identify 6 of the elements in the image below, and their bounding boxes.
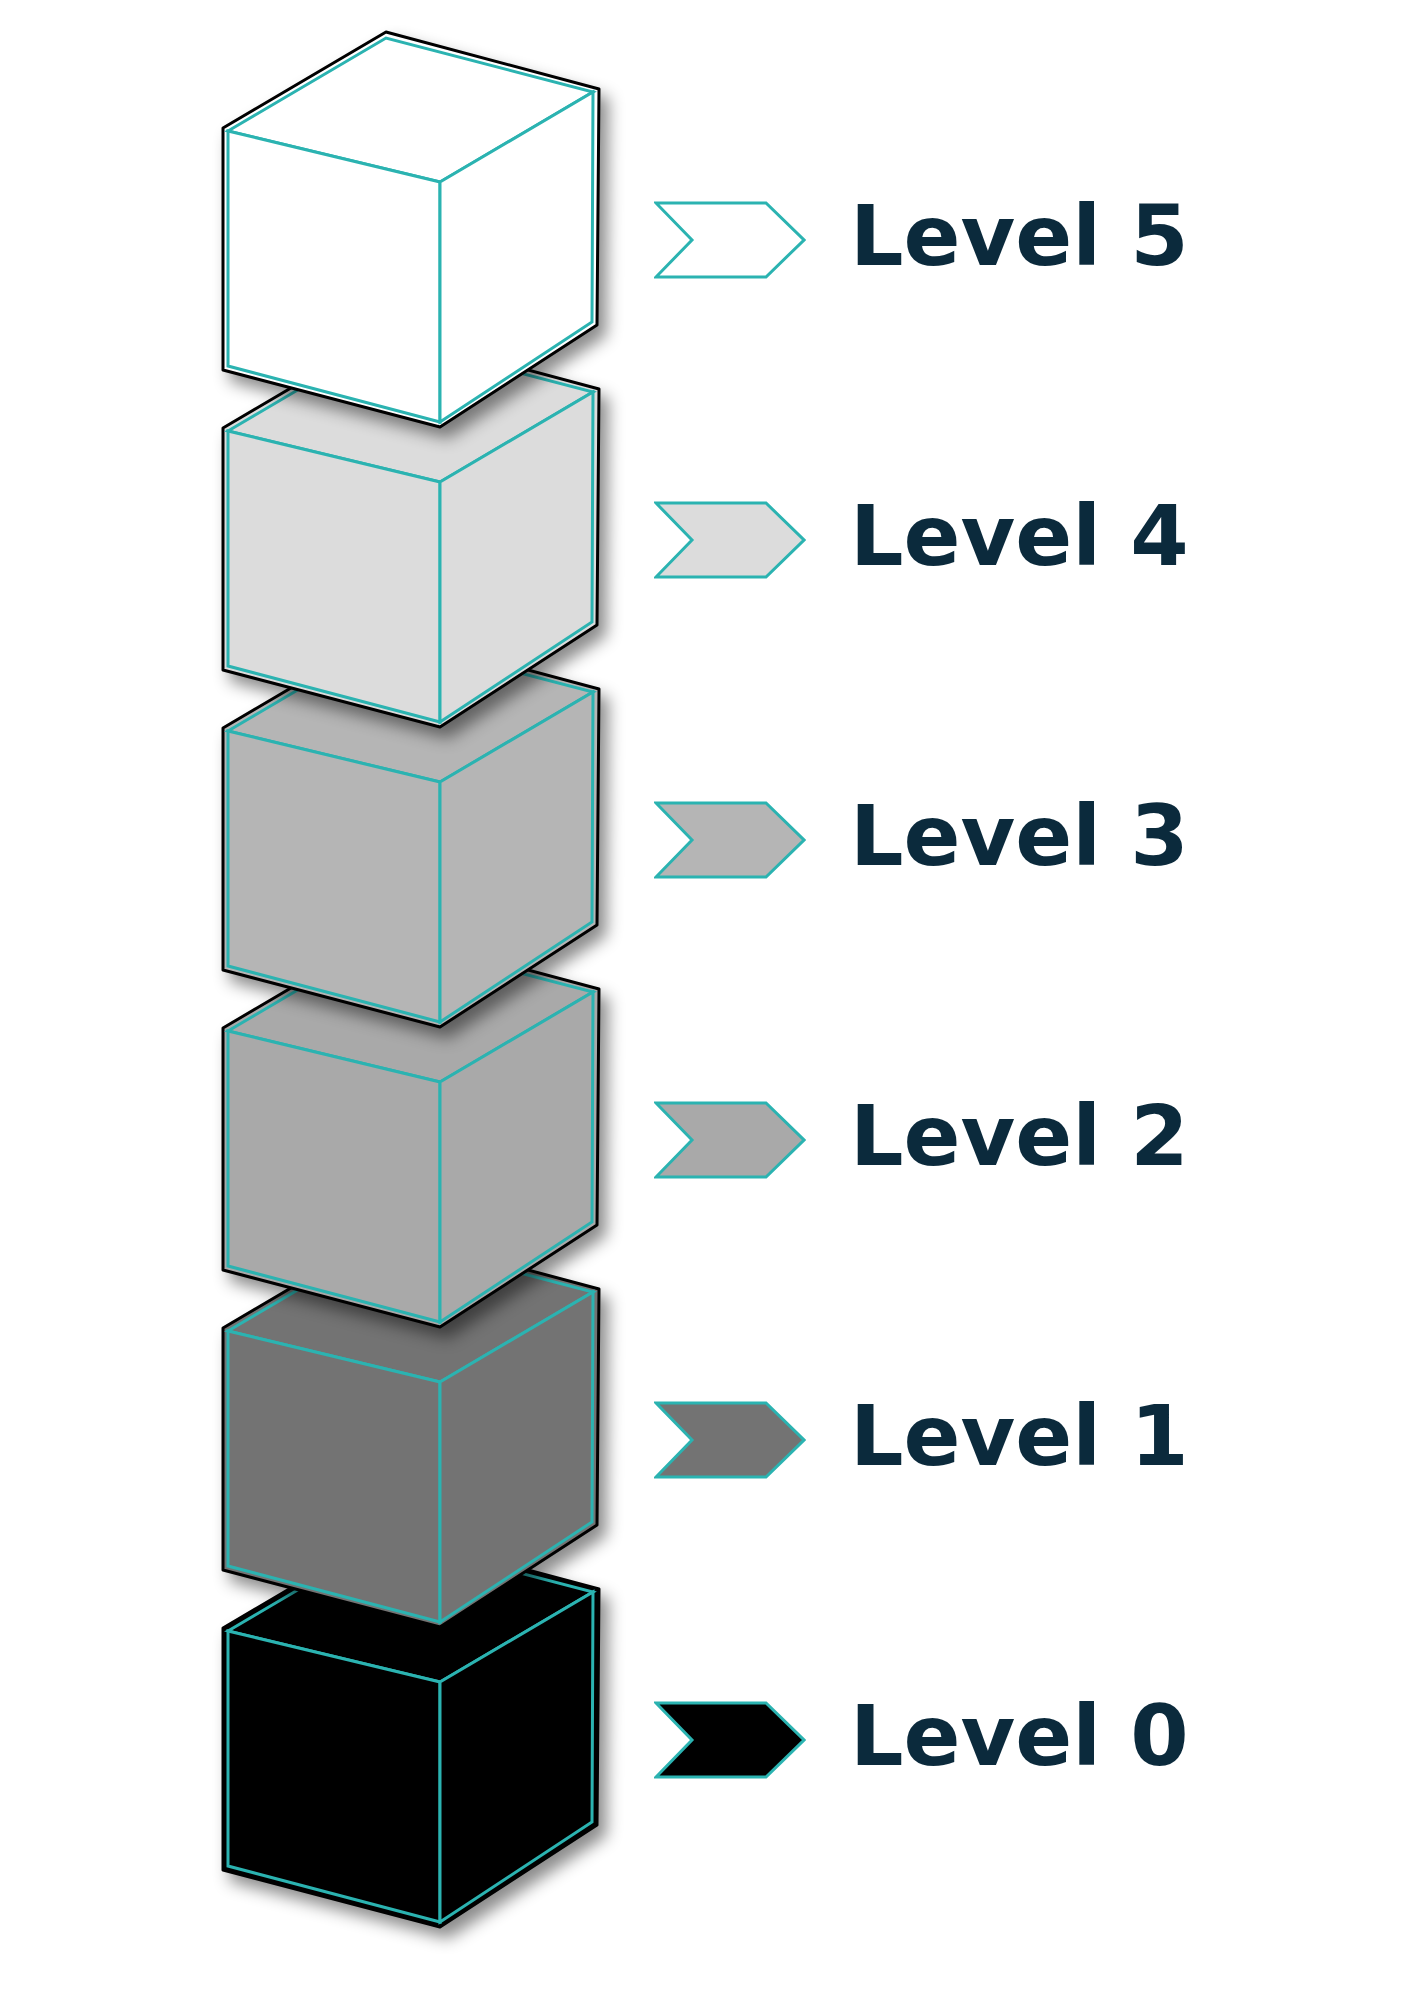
level-label: Level 4 [850, 494, 1189, 578]
level-label: Level 1 [850, 1394, 1189, 1478]
level-label: Level 5 [850, 194, 1189, 278]
level-label: Level 0 [850, 1694, 1189, 1778]
level-label: Level 2 [850, 1094, 1189, 1178]
level-label: Level 3 [850, 794, 1189, 878]
